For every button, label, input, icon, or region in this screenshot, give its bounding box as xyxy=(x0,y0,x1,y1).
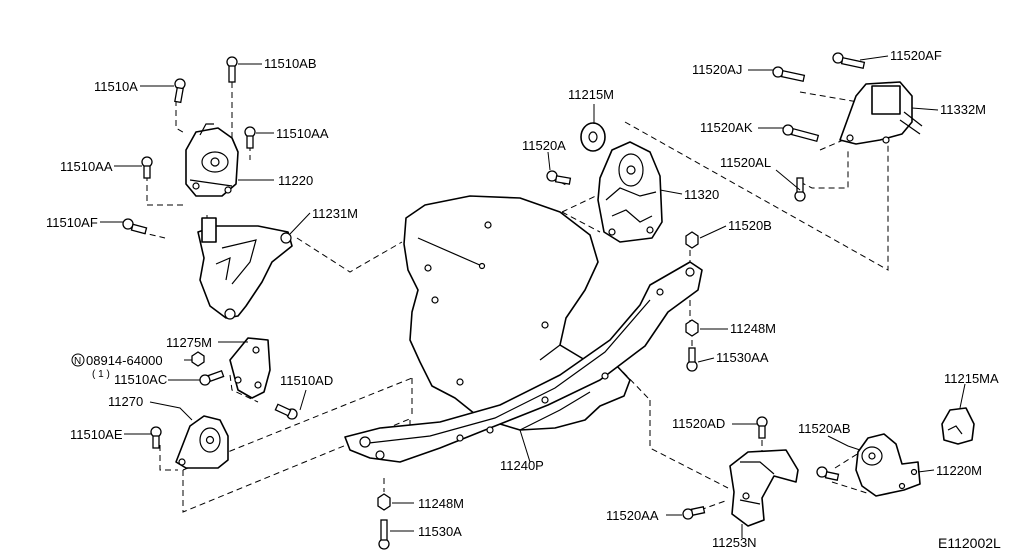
bolt-11520AK xyxy=(782,124,820,143)
bolt-11510AE xyxy=(150,426,162,449)
bolt-11520AA xyxy=(682,506,706,520)
label-11510AD: 11510AD xyxy=(280,373,333,388)
crossmember-11240P xyxy=(344,261,703,463)
insulator-11215M xyxy=(580,122,606,152)
bolt-11520A xyxy=(546,170,572,185)
label-11510AC: 11510AC xyxy=(114,372,167,387)
bracket-11332M xyxy=(839,81,923,145)
label-11248M-lower: 11248M xyxy=(418,496,464,511)
bolt-11510AA-right xyxy=(244,126,256,149)
nut-11248M-upper xyxy=(685,319,699,337)
nut-11520B xyxy=(685,231,699,249)
bolt-11510AC xyxy=(199,369,225,386)
label-11510AA-right: 11510AA xyxy=(276,126,329,141)
label-11231M: 11231M xyxy=(312,206,358,221)
label-11275M: 11275M xyxy=(166,335,212,350)
label-11520B: 11520B xyxy=(728,218,772,233)
label-11520AB: 11520AB xyxy=(798,421,851,436)
n-symbol: N xyxy=(74,356,81,367)
bolt-11510A xyxy=(174,78,186,104)
nut-11248M-lower xyxy=(377,493,391,511)
bracket-11231M xyxy=(197,217,293,320)
label-11240P: 11240P xyxy=(500,458,544,473)
mount-11220M xyxy=(855,433,921,497)
mount-11270 xyxy=(175,415,229,469)
mount-11320 xyxy=(597,141,663,243)
diagram-code: E112002L xyxy=(938,535,1001,551)
bolt-11520AB xyxy=(816,466,840,481)
label-11520AD: 11520AD xyxy=(672,416,725,431)
label-11220M: 11220M xyxy=(936,463,982,478)
label-11320: 11320 xyxy=(684,187,719,202)
label-11520AK: 11520AK xyxy=(700,120,753,135)
bolt-11520AJ xyxy=(772,66,806,82)
label-11220: 11220 xyxy=(278,173,313,188)
label-11253N: 11253N xyxy=(712,535,757,550)
insulator-11215MA xyxy=(941,407,975,445)
n-symbol-circle xyxy=(71,353,85,367)
label-11530A: 11530A xyxy=(418,524,462,539)
label-11510AB: 11510AB xyxy=(264,56,317,71)
label-11520AF: 11520AF xyxy=(890,48,942,63)
label-11520AA: 11520AA xyxy=(606,508,659,523)
bracket-11253N xyxy=(729,449,799,527)
bolt-11520AF xyxy=(832,52,866,69)
label-11215MA: 11215MA xyxy=(944,371,999,386)
label-08914-qty: ( 1 ) xyxy=(92,369,110,380)
label-11510AF: 11510AF xyxy=(46,215,98,230)
bolt-11520AD xyxy=(756,416,768,439)
label-11510AA-left: 11510AA xyxy=(60,159,113,174)
label-11248M-upper: 11248M xyxy=(730,321,776,336)
label-11510AE: 11510AE xyxy=(70,427,123,442)
label-11270: 11270 xyxy=(108,394,143,409)
part-labels: 11510AB 11510A 11510AA 11510AA 11220 115… xyxy=(46,48,1001,551)
label-11332M: 11332M xyxy=(940,102,986,117)
engine-block xyxy=(403,195,631,431)
bolt-11510AB xyxy=(226,56,238,83)
mount-11220 xyxy=(185,123,239,197)
bolt-11510AF xyxy=(122,218,148,235)
bolt-11530A xyxy=(378,519,390,550)
label-11530AA: 11530AA xyxy=(716,350,769,365)
label-11215M: 11215M xyxy=(568,87,614,102)
label-11520AJ: 11520AJ xyxy=(692,62,742,77)
label-11520A: 11520A xyxy=(522,138,566,153)
label-11510A: 11510A xyxy=(94,79,138,94)
bolt-11510AD xyxy=(274,403,298,420)
fasteners xyxy=(122,52,866,550)
label-08914-64000: 08914-64000 xyxy=(86,353,163,368)
nut-08914-64000 xyxy=(191,351,205,367)
label-11520AL: 11520AL xyxy=(720,155,771,170)
bracket-11275M xyxy=(229,337,271,399)
bolt-11510AA-left xyxy=(141,156,153,179)
bolt-11530AA xyxy=(686,347,698,372)
bolt-11520AL xyxy=(794,177,806,202)
leader-lines xyxy=(100,55,966,538)
